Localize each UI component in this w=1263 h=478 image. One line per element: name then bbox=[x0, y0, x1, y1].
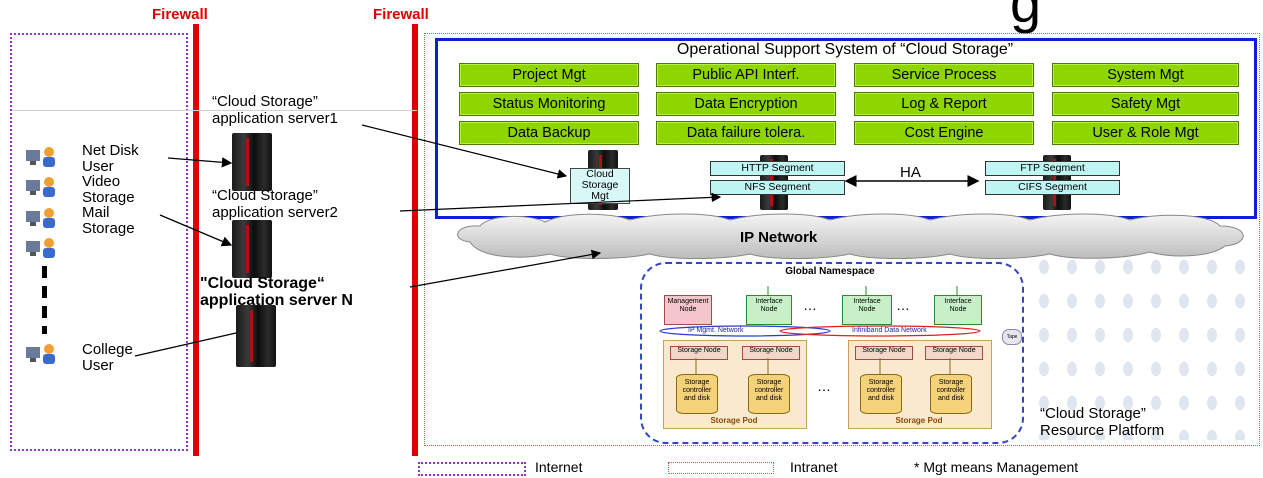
nfs-segment: NFS Segment bbox=[710, 180, 845, 195]
function-data-failure: Data failure tolera. bbox=[656, 121, 836, 145]
user-icon bbox=[26, 237, 58, 264]
legend-internet-label: Internet bbox=[535, 459, 583, 475]
server-label-2: “Cloud Storage” application server2 bbox=[212, 187, 338, 221]
network-ellipses bbox=[659, 325, 981, 337]
ip-mgmt-network-label: IP Mgmt. Network bbox=[688, 327, 744, 334]
intranet-zone bbox=[424, 33, 1260, 446]
oss-title: Operational Support System of “Cloud Sto… bbox=[676, 41, 1014, 58]
storage-controller: Storage controller and disk bbox=[930, 374, 972, 414]
server-label-n: "Cloud Storage“ application server N bbox=[200, 275, 353, 309]
server-rack-1 bbox=[232, 133, 272, 191]
user-label-net-disk: Net Disk User bbox=[82, 142, 139, 175]
firewall-label-2: Firewall bbox=[373, 6, 429, 23]
storage-controller: Storage controller and disk bbox=[860, 374, 902, 414]
http-segment: HTTP Segment bbox=[710, 161, 845, 176]
gns-ellipsis-2: … bbox=[896, 297, 911, 313]
interface-node-3: Interface Node bbox=[934, 295, 982, 325]
gns-title: Global Namespace bbox=[785, 266, 875, 277]
function-user-role-mgt: User & Role Mgt bbox=[1052, 121, 1239, 145]
tape-icon: Tape bbox=[1002, 329, 1022, 345]
cifs-segment: CIFS Segment bbox=[985, 180, 1120, 195]
legend-intranet-swatch bbox=[668, 462, 774, 474]
internet-zone bbox=[10, 33, 188, 451]
ftp-segment: FTP Segment bbox=[985, 161, 1120, 176]
ip-network-label: IP Network bbox=[740, 229, 818, 246]
server-label-1: “Cloud Storage” application server1 bbox=[212, 93, 338, 127]
user-label-video: Video Storage bbox=[82, 173, 135, 206]
user-label-mail: Mail Storage bbox=[82, 204, 135, 237]
function-cost-engine: Cost Engine bbox=[854, 121, 1034, 145]
function-system-mgt: System Mgt bbox=[1052, 63, 1239, 87]
users-ellipsis-dash bbox=[42, 266, 47, 334]
infiniband-label: Infiniband Data Network bbox=[852, 327, 927, 334]
firewall-line-2 bbox=[412, 24, 418, 456]
user-icon bbox=[26, 343, 58, 370]
legend-intranet-label: Intranet bbox=[790, 459, 838, 475]
storage-controller: Storage controller and disk bbox=[748, 374, 790, 414]
storage-node: Storage Node bbox=[855, 346, 913, 360]
storage-controller: Storage controller and disk bbox=[676, 374, 718, 414]
storage-pod-label-2: Storage Pod bbox=[895, 416, 943, 425]
legend-internet-swatch bbox=[418, 462, 526, 476]
ip-network-cloud bbox=[457, 213, 1244, 259]
resource-platform-label: “Cloud Storage” Resource Platform bbox=[1040, 405, 1165, 439]
background-pattern bbox=[1030, 250, 1256, 440]
function-data-encryption: Data Encryption bbox=[656, 92, 836, 116]
function-safety-mgt: Safety Mgt bbox=[1052, 92, 1239, 116]
gns-ellipsis-1: … bbox=[803, 297, 818, 313]
user-icon bbox=[26, 207, 58, 234]
user-label-college: College User bbox=[82, 341, 133, 374]
firewall-label-1: Firewall bbox=[152, 6, 208, 23]
function-project-mgt: Project Mgt bbox=[459, 63, 639, 87]
function-log-report: Log & Report bbox=[854, 92, 1034, 116]
gns-ellipsis-3: … bbox=[817, 378, 831, 394]
firewall-line-1 bbox=[193, 24, 199, 456]
divider-line bbox=[12, 110, 417, 111]
interface-node-1: Interface Node bbox=[746, 295, 792, 325]
server-rack-2 bbox=[232, 220, 272, 278]
storage-pod-label-1: Storage Pod bbox=[710, 416, 758, 425]
function-public-api: Public API Interf. bbox=[656, 63, 836, 87]
server-rack-n bbox=[236, 305, 276, 367]
user-icon bbox=[26, 176, 58, 203]
user-icon bbox=[26, 146, 58, 173]
storage-node: Storage Node bbox=[742, 346, 800, 360]
function-data-backup: Data Backup bbox=[459, 121, 639, 145]
storage-node: Storage Node bbox=[925, 346, 983, 360]
cloud-storage-mgt-box: Cloud Storage Mgt bbox=[570, 168, 630, 204]
function-service-process: Service Process bbox=[854, 63, 1034, 87]
storage-node: Storage Node bbox=[670, 346, 728, 360]
legend-note: * Mgt means Management bbox=[914, 459, 1079, 475]
title-fragment: g bbox=[1010, 0, 1042, 34]
interface-node-2: Interface Node bbox=[842, 295, 892, 325]
function-status-monitoring: Status Monitoring bbox=[459, 92, 639, 116]
management-node: Management Node bbox=[664, 295, 712, 325]
